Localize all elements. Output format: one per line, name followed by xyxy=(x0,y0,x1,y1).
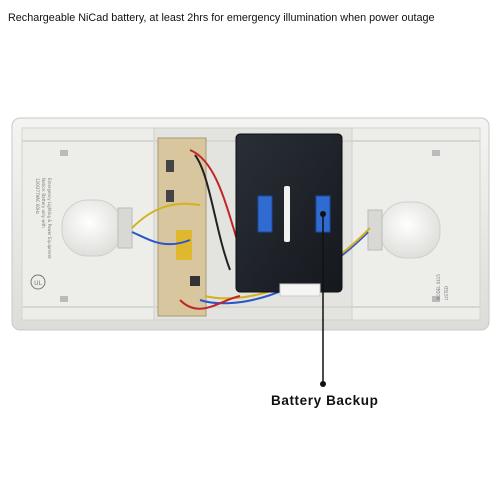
battery-pack xyxy=(235,133,343,297)
ul-mark: UL xyxy=(30,274,46,290)
svg-text:Notice: Battery only with: Notice: Battery only with xyxy=(41,178,46,228)
svg-text:120/277VAC 60Hz: 120/277VAC 60Hz xyxy=(35,178,40,214)
left-panel-labels: Emergency Lighting & Power Equipment Not… xyxy=(35,178,52,259)
svg-text:LISTED: LISTED xyxy=(444,286,449,300)
product-caption: Rechargeable NiCad battery, at least 2hr… xyxy=(8,12,435,24)
left-lamp-head xyxy=(61,199,133,257)
svg-text:UL: UL xyxy=(34,280,42,287)
right-panel-labels: MODEL 0415 LISTED xyxy=(436,274,449,300)
callout-pointer xyxy=(320,211,326,387)
svg-text:Emergency Lighting & Power Equ: Emergency Lighting & Power Equipment xyxy=(47,178,52,259)
battery-backup-label: Battery Backup xyxy=(271,393,379,408)
svg-text:MODEL 0415: MODEL 0415 xyxy=(436,274,441,300)
right-lamp-head xyxy=(367,201,441,259)
circuit-board xyxy=(157,137,207,317)
